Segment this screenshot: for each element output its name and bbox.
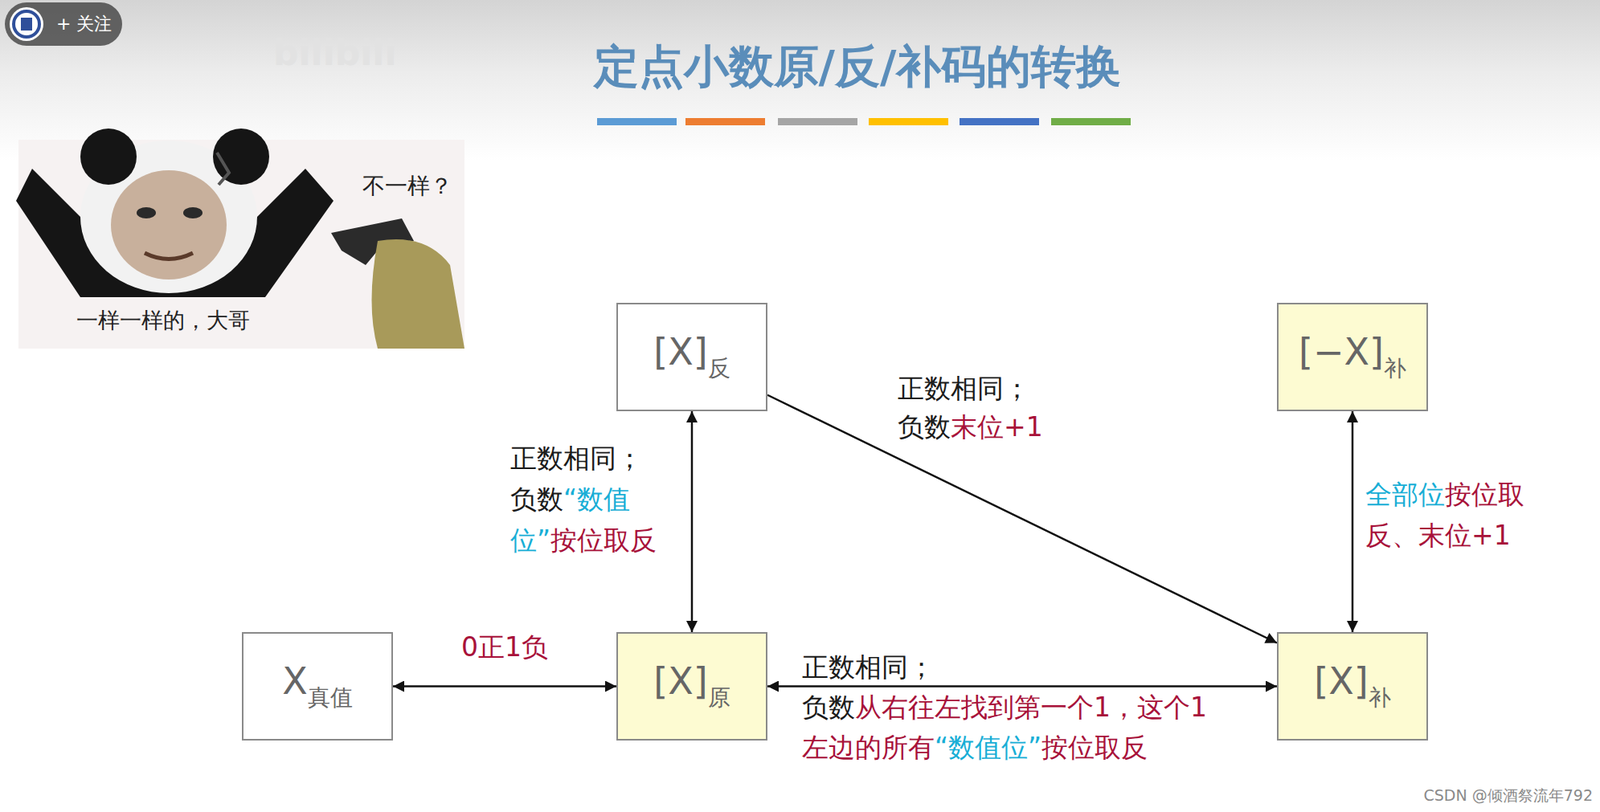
code-box: [X]反: [616, 302, 768, 412]
title-bar: [597, 118, 677, 126]
box-text: [X]补: [1313, 659, 1391, 714]
label-run: 负数: [802, 691, 856, 724]
conversion-arrow: [767, 685, 1277, 688]
label-run: 末位+1: [950, 411, 1044, 443]
conversion-arrow: [1351, 411, 1355, 633]
title-bar: [1051, 118, 1131, 126]
box-subscript: 补: [1368, 684, 1392, 712]
label-run: 正数相同；: [510, 442, 643, 475]
slide-title: 定点小数原/反/补码的转换: [375, 36, 1340, 99]
code-box: [−X]补: [1276, 302, 1429, 412]
follow-button: + 关注: [56, 12, 112, 37]
label-run: 负数: [510, 483, 564, 516]
box-symbol: [X]: [1313, 659, 1368, 704]
label-run: 按位取反: [1041, 732, 1148, 764]
title-bar: [685, 118, 766, 126]
label-run: 全部位: [1365, 478, 1445, 511]
code-box: [X]原: [616, 632, 768, 741]
edge-label: 正数相同； 负数“数值位”按位取反: [510, 437, 657, 561]
label-run: 0正1负: [461, 631, 549, 663]
label-run: 负数: [897, 411, 951, 443]
logo-core: [20, 17, 33, 31]
edge-label: 0正1负: [461, 631, 549, 664]
title-bar: [868, 118, 949, 126]
box-subscript: 反: [707, 355, 731, 382]
box-text: [X]反: [653, 330, 730, 385]
conversion-arrow: [767, 395, 1277, 644]
logo-ring: [13, 11, 40, 37]
source-credit: CSDN @倾酒祭流年792: [1285, 785, 1593, 807]
code-box: X真值: [241, 632, 393, 741]
box-text: [X]原: [653, 659, 730, 714]
edge-label: 正数相同； 负数从右往左找到第一个1，这个1 左边的所有“数值位”按位取反: [802, 647, 1208, 769]
box-subscript: 原: [707, 684, 731, 712]
label-run: “数值: [563, 483, 631, 516]
box-symbol: [X]: [653, 330, 708, 374]
meme-caption: 一样一样的，大哥: [76, 306, 250, 336]
label-run: 正数相同；: [897, 372, 1031, 405]
box-symbol: [−X]: [1298, 330, 1384, 374]
conversion-arrow: [691, 411, 694, 633]
label-run: 按位取: [1444, 478, 1525, 511]
meme-picture: [16, 128, 465, 349]
label-run: 左边的所有: [802, 732, 935, 764]
box-symbol: X: [282, 659, 308, 704]
label-run: 位”: [510, 524, 551, 557]
logo: [9, 7, 44, 41]
edge-label: 正数相同； 负数末位+1: [897, 369, 1044, 447]
label-run: 从右往左找到第一个1，这个1: [855, 691, 1208, 724]
label-run: 正数相同；: [802, 651, 935, 684]
watermark: bilibili: [273, 32, 397, 74]
label-run: “数值位”: [934, 732, 1042, 764]
conversion-arrow: [392, 685, 617, 688]
title-bar: [777, 118, 858, 126]
box-text: [−X]补: [1298, 330, 1407, 385]
box-subscript: 真值: [307, 684, 353, 712]
follow-pill: [4, 2, 123, 46]
label-run: 反、末位+1: [1365, 519, 1511, 552]
code-box: [X]补: [1276, 632, 1429, 741]
box-text: X真值: [282, 659, 353, 714]
box-subscript: 补: [1383, 355, 1407, 382]
label-run: 按位取反: [550, 524, 657, 557]
edge-label: 全部位按位取反、末位+1: [1365, 474, 1525, 557]
meme-caption: 不一样？: [362, 171, 453, 202]
title-bar: [959, 118, 1040, 126]
box-symbol: [X]: [653, 659, 708, 704]
